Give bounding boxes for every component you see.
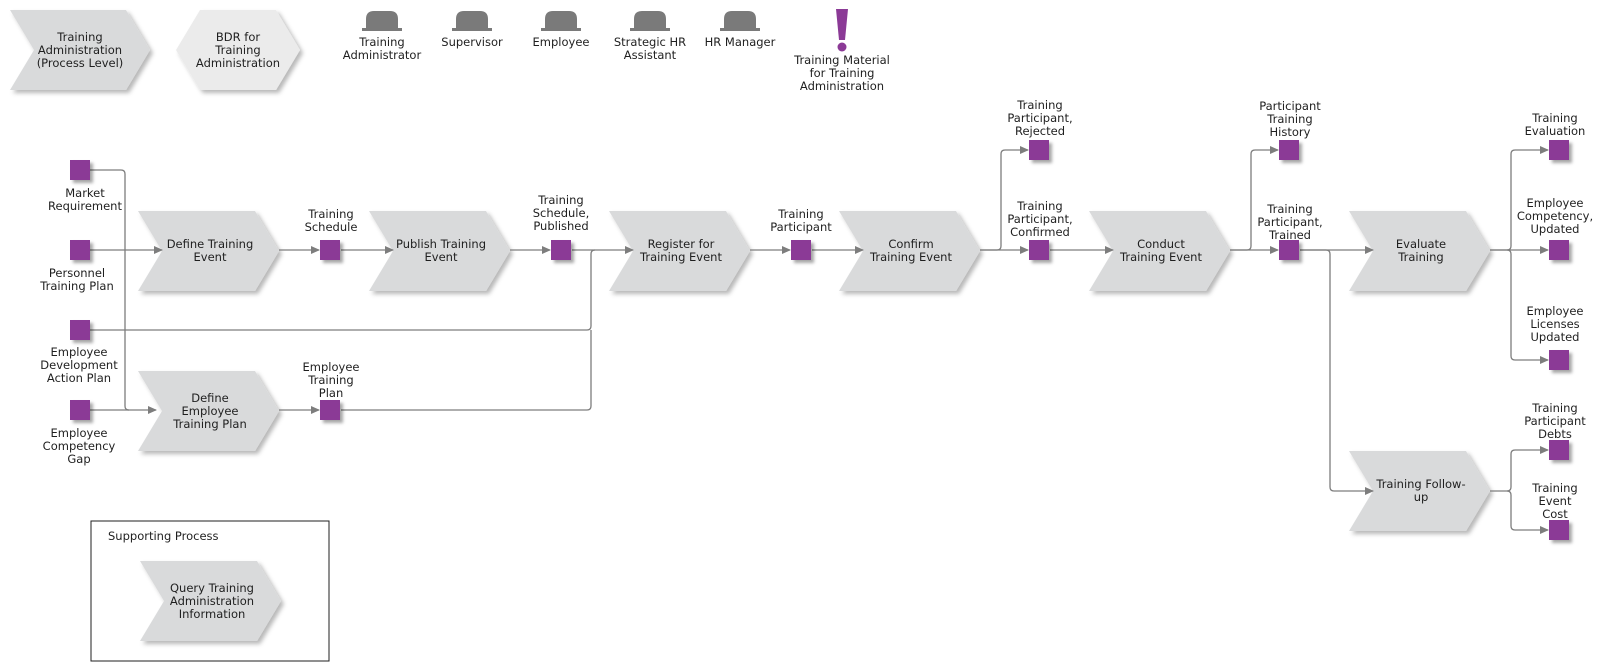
role-icon-training-administrator bbox=[362, 11, 402, 31]
function-publish-training-event[interactable] bbox=[369, 211, 510, 291]
object-market-requirement[interactable] bbox=[70, 160, 90, 180]
function-training-followup[interactable] bbox=[1349, 451, 1490, 531]
object-training-schedule[interactable] bbox=[320, 240, 340, 260]
role-label-supervisor: Supervisor bbox=[441, 35, 503, 49]
function-define-training-event[interactable] bbox=[138, 211, 279, 291]
object-competency-updated[interactable] bbox=[1549, 240, 1569, 260]
object-training-schedule-published[interactable] bbox=[551, 240, 571, 260]
role-icon-supervisor bbox=[452, 11, 492, 31]
function-define-employee-training-plan[interactable] bbox=[138, 371, 279, 451]
function-conduct-training-event[interactable] bbox=[1089, 211, 1230, 291]
object-training-event-cost[interactable] bbox=[1549, 520, 1569, 540]
object-personnel-training-plan[interactable] bbox=[70, 240, 90, 260]
object-employee-competency-gap[interactable] bbox=[70, 400, 90, 420]
function-register-training-event[interactable] bbox=[609, 211, 750, 291]
object-licenses-updated[interactable] bbox=[1549, 350, 1569, 370]
object-participant-trained[interactable] bbox=[1279, 240, 1299, 260]
label-training-followup: Training Follow-up bbox=[1376, 477, 1466, 504]
bdr-legend bbox=[176, 10, 300, 90]
role-icon-hr-manager bbox=[720, 11, 760, 31]
object-participant-confirmed[interactable] bbox=[1029, 240, 1049, 260]
role-label-employee: Employee bbox=[532, 35, 590, 49]
role-icon-strategic-hr-assistant bbox=[630, 11, 670, 31]
object-participant-rejected[interactable] bbox=[1029, 140, 1049, 160]
supporting-process-title: Supporting Process bbox=[108, 529, 219, 543]
object-training-evaluation[interactable] bbox=[1549, 140, 1569, 160]
process-level-legend bbox=[10, 10, 150, 90]
function-confirm-training-event[interactable] bbox=[839, 211, 980, 291]
function-evaluate-training[interactable] bbox=[1349, 211, 1490, 291]
supporting-process-box bbox=[90, 520, 330, 662]
role-icon-employee bbox=[541, 11, 581, 31]
object-employee-development-plan[interactable] bbox=[70, 320, 90, 340]
object-participant-training-history[interactable] bbox=[1279, 140, 1299, 160]
object-participant-debts[interactable] bbox=[1549, 440, 1569, 460]
object-employee-training-plan[interactable] bbox=[320, 400, 340, 420]
role-label-hr-manager: HR Manager bbox=[704, 35, 776, 49]
exclamation-icon bbox=[836, 9, 848, 52]
function-query-training-info[interactable] bbox=[140, 561, 281, 641]
object-training-participant[interactable] bbox=[791, 240, 811, 260]
